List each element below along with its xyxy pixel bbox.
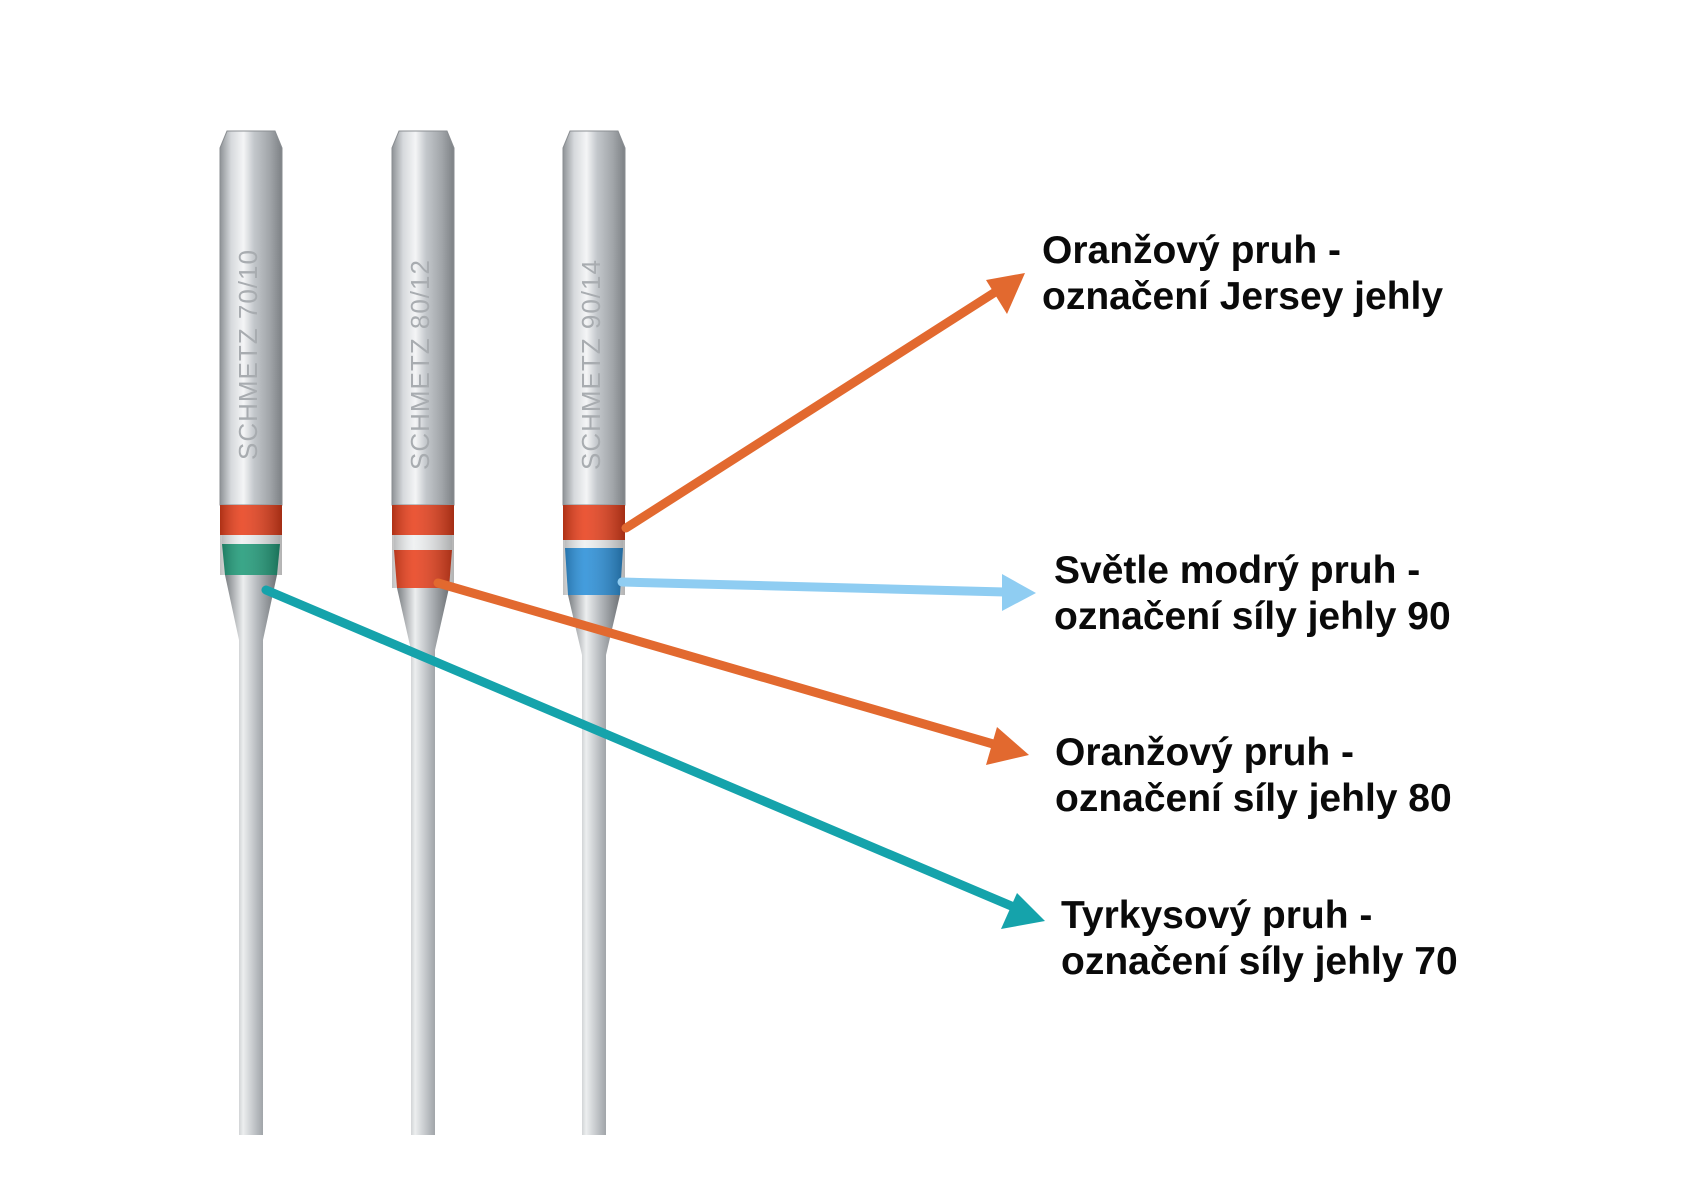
arrow-size-70: [261, 585, 1045, 929]
callout-title: Tyrkysový pruh -: [1061, 894, 1373, 937]
needle-engraving: SCHMETZ 90/14: [576, 259, 606, 470]
arrow-jersey: [621, 273, 1025, 533]
callout-description: označení Jersey jehly: [1042, 275, 1444, 318]
arrow-size-80: [433, 578, 1029, 765]
callout-size-90-label: Světle modrý pruh - označení síly jehly …: [1054, 548, 1451, 640]
callout-description: označení síly jehly 70: [1061, 940, 1458, 983]
band-shading: [392, 505, 454, 588]
band-shading: [563, 505, 625, 595]
needle-80: SCHMETZ 80/12: [391, 130, 455, 1135]
needle-blade: [225, 575, 277, 1135]
callout-size-70-label: Tyrkysový pruh - označení síly jehly 70: [1061, 893, 1458, 985]
needle-engraving: SCHMETZ 70/10: [233, 249, 263, 460]
needle-engraving: SCHMETZ 80/12: [405, 259, 435, 470]
needle-70: SCHMETZ 70/10: [219, 130, 283, 1135]
callout-description: označení síly jehly 90: [1054, 595, 1451, 638]
callout-title: Světle modrý pruh -: [1054, 549, 1421, 592]
arrow-size-90: [617, 574, 1036, 611]
callout-size-80-label: Oranžový pruh - označení síly jehly 80: [1055, 730, 1452, 822]
callout-description: označení síly jehly 80: [1055, 777, 1452, 820]
needle-blade: [397, 588, 449, 1135]
callout-title: Oranžový pruh -: [1055, 731, 1355, 774]
needle-90: SCHMETZ 90/14: [562, 130, 626, 1135]
callout-jersey-label: Oranžový pruh - označení Jersey jehly: [1042, 228, 1443, 320]
needle-blade: [568, 595, 620, 1135]
callout-title: Oranžový pruh -: [1042, 229, 1342, 272]
band-shading: [220, 505, 282, 575]
